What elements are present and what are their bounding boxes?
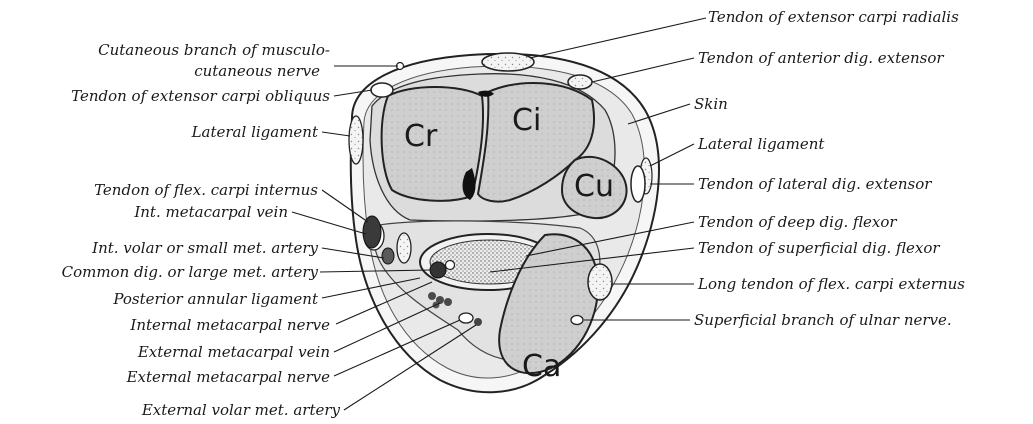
label-tendon-anterior-dig-extensor: Tendon of anterior dig. extensor bbox=[698, 49, 944, 67]
label-cutaneous-branch-line1: Cutaneous branch of musculo- bbox=[98, 41, 330, 59]
label-int-metacarpal-vein: Int. metacarpal vein bbox=[133, 203, 288, 221]
label-external-metacarpal-vein: External metacarpal vein bbox=[137, 343, 330, 361]
external-volar-artery bbox=[474, 318, 482, 326]
label-tendon-superficial-dig-flexor: Tendon of superficial dig. flexor bbox=[698, 239, 940, 257]
section-drawing bbox=[349, 53, 659, 392]
label-lateral-ligament-right: Lateral ligament bbox=[697, 135, 825, 153]
label-tendon-deep-dig-flexor: Tendon of deep dig. flexor bbox=[698, 213, 897, 231]
label-tendon-ext-carpi-radialis: Tendon of extensor carpi radialis bbox=[708, 8, 959, 26]
bone-label-ca: Ca bbox=[522, 349, 561, 384]
label-superficial-branch-ulnar-nerve: Superficial branch of ulnar nerve. bbox=[694, 311, 952, 329]
label-cutaneous-branch-line2: cutaneous nerve bbox=[194, 62, 320, 80]
bone-label-ci: Ci bbox=[512, 103, 541, 138]
nerve-small-1 bbox=[446, 261, 455, 270]
label-external-metacarpal-nerve: External metacarpal nerve bbox=[126, 368, 331, 386]
tendon-lateral-dig-extensor bbox=[631, 166, 645, 202]
bone-label-cr: Cr bbox=[404, 119, 438, 154]
tendon-extensor-carpi-radialis bbox=[482, 53, 534, 71]
label-internal-metacarpal-nerve: Internal metacarpal nerve bbox=[129, 316, 330, 334]
label-common-dig-artery: Common dig. or large met. artery bbox=[62, 263, 319, 281]
label-skin: Skin bbox=[694, 95, 728, 113]
label-long-tendon-flex-carpi-externus: Long tendon of flex. carpi externus bbox=[697, 275, 965, 293]
label-tendon-ext-carpi-obliquus: Tendon of extensor carpi obliquus bbox=[71, 87, 330, 105]
bone-label-cu: Cu bbox=[574, 169, 614, 204]
long-tendon-flex-carpi-externus bbox=[588, 264, 612, 300]
tendon-anterior-dig-extensor bbox=[568, 75, 592, 89]
int-volar-artery bbox=[382, 248, 394, 264]
lateral-ligament-left bbox=[349, 116, 363, 164]
labels-left: Cutaneous branch of musculo- cutaneous n… bbox=[62, 41, 341, 419]
label-lateral-ligament-left: Lateral ligament bbox=[191, 123, 319, 141]
common-dig-artery bbox=[430, 262, 446, 278]
tendon-lateral-right-small bbox=[397, 233, 411, 263]
label-tendon-lateral-dig-extensor: Tendon of lateral dig. extensor bbox=[698, 175, 932, 193]
label-int-volar-artery: Int. volar or small met. artery bbox=[91, 239, 318, 257]
label-tendon-flex-carpi-internus: Tendon of flex. carpi internus bbox=[94, 181, 318, 199]
labels-right: Tendon of extensor carpi radialis Tendon… bbox=[694, 8, 965, 329]
label-external-volar-artery: External volar met. artery bbox=[141, 401, 341, 419]
label-posterior-annular-ligament: Posterior annular ligament bbox=[112, 290, 319, 308]
tendon-extensor-carpi-obliquus bbox=[371, 83, 393, 97]
superficial-branch-ulnar-nerve bbox=[571, 316, 583, 325]
external-metacarpal-nerve bbox=[459, 313, 473, 323]
